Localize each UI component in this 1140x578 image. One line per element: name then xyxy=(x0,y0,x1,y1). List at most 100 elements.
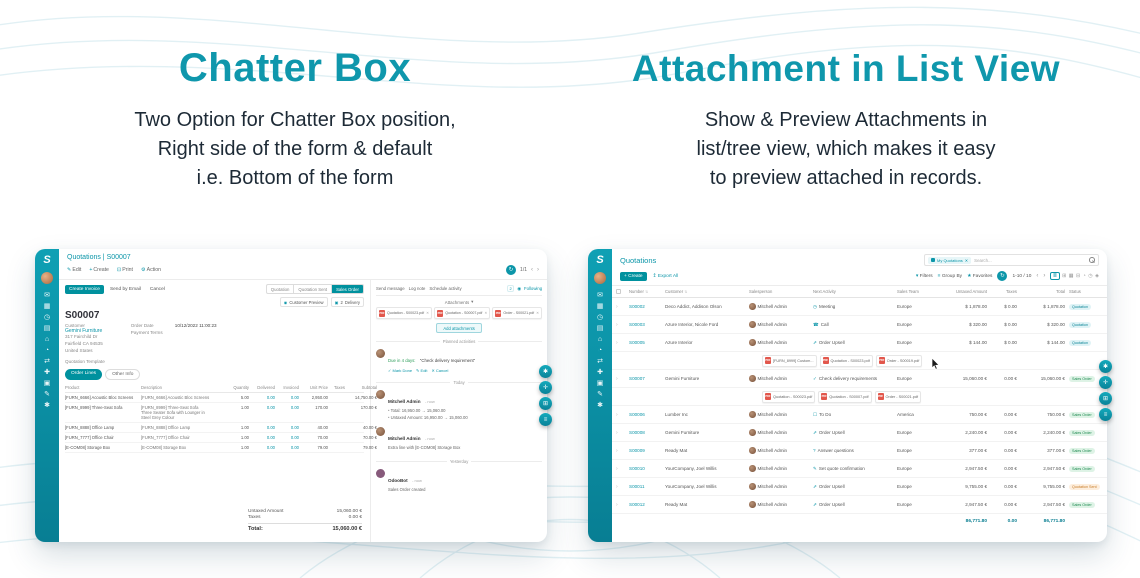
filters-button[interactable]: ▾ Filters xyxy=(915,273,933,279)
col-status[interactable]: Status xyxy=(1069,289,1081,294)
col-taxes[interactable]: Taxes xyxy=(1006,289,1017,294)
payment-terms-value[interactable] xyxy=(175,330,217,335)
sidebar-app-calendar-icon[interactable]: ▦ xyxy=(596,303,604,310)
col-sales-team[interactable]: Sales Team xyxy=(897,289,919,294)
sidebar-app-settings-icon[interactable]: ✱ xyxy=(44,402,50,409)
col-untaxed[interactable]: Untaxed Amount xyxy=(956,289,987,294)
view-pivot-icon[interactable]: ⊟ xyxy=(1076,273,1081,279)
group-by-button[interactable]: ≡ Group By xyxy=(937,273,963,279)
row-expand-icon[interactable]: › xyxy=(616,465,618,472)
customer-link[interactable]: Gemini Furniture xyxy=(65,328,103,334)
row-next-activity[interactable]: ☎Call xyxy=(813,322,897,328)
sidebar-app-accounting-icon[interactable]: ⇄ xyxy=(597,358,603,365)
order-line-row[interactable]: [FURN_7777] Office Chair[FURN_7777] Offi… xyxy=(65,433,377,443)
row-number[interactable]: S00003 xyxy=(629,322,645,327)
sidebar-app-pos-icon[interactable]: ▣ xyxy=(596,380,604,387)
order-line-row[interactable]: [FURN_6666] Acoustic Bloc Screens[FURN_6… xyxy=(65,393,377,403)
refresh-button[interactable]: ↻ xyxy=(997,271,1008,281)
export-all-button[interactable]: ↥ Export All xyxy=(652,273,679,279)
edit-button[interactable]: ✎Edit xyxy=(67,267,82,273)
row-number[interactable]: S00011 xyxy=(629,484,645,489)
print-button[interactable]: ⊡Print xyxy=(116,267,133,273)
row-expand-icon[interactable]: › xyxy=(616,429,618,436)
row-expand-icon[interactable]: › xyxy=(616,339,618,346)
search-icon[interactable] xyxy=(1089,257,1095,263)
sidebar-app-calendar-icon[interactable]: ▦ xyxy=(43,303,51,310)
refresh-button[interactable]: ↻ xyxy=(506,265,517,275)
view-activity-icon[interactable]: ◷ xyxy=(1088,273,1093,279)
view-map-icon[interactable]: ◈ xyxy=(1095,273,1099,279)
send-by-email-button[interactable]: Send by Email xyxy=(109,286,141,292)
view-graph-icon[interactable]: ◔ xyxy=(1082,273,1086,279)
status-sales-order[interactable]: Sales Order xyxy=(331,285,363,293)
sidebar-app-website-icon[interactable]: ✎ xyxy=(597,391,603,398)
row-next-activity[interactable]: ☐To Do xyxy=(813,412,897,418)
sidebar-app-inventory-icon[interactable]: ⌂ xyxy=(44,336,50,343)
log-note-button[interactable]: Log note xyxy=(408,286,426,291)
row-next-activity[interactable]: ✓Check delivery requirements xyxy=(813,376,897,382)
row-number[interactable]: S00008 xyxy=(629,430,645,435)
sidebar-app-discuss-icon[interactable]: ✉ xyxy=(44,292,50,299)
fab-search-icon[interactable]: ✛ xyxy=(1099,376,1112,389)
row-expand-icon[interactable]: › xyxy=(616,303,618,310)
row-next-activity[interactable]: ⇗Order Upsell xyxy=(813,340,897,346)
schedule-activity-button[interactable]: Schedule activity xyxy=(429,286,462,291)
tab-other-info[interactable]: Other Info xyxy=(105,368,141,380)
order-line-row[interactable]: [E-COM08] Storage Box[E-COM08] Storage B… xyxy=(65,443,377,453)
create-invoice-button[interactable]: Create Invoice xyxy=(65,284,104,294)
status-quotation[interactable]: Quotation xyxy=(270,286,290,292)
fab-settings-icon[interactable]: ✱ xyxy=(539,365,552,378)
row-expand-icon[interactable]: › xyxy=(616,483,618,490)
cancel-button[interactable]: Cancel xyxy=(149,286,165,292)
sidebar-app-crm-icon[interactable]: ◷ xyxy=(43,314,51,321)
customer-preview-button[interactable]: ◉Customer Preview xyxy=(279,297,328,307)
add-attachments-button[interactable]: Add attachments xyxy=(436,323,482,333)
status-quotation-sent[interactable]: Quotation Sent xyxy=(293,285,331,293)
row-expand-icon[interactable]: › xyxy=(616,447,618,454)
row-expand-icon[interactable]: › xyxy=(616,375,618,382)
sidebar-app-website-icon[interactable]: ✎ xyxy=(44,391,50,398)
row-next-activity[interactable]: ?Answer questions xyxy=(813,448,897,453)
following-button[interactable]: Following xyxy=(524,286,543,291)
fab-apps-icon[interactable]: ⊞ xyxy=(539,397,552,410)
pager-next-icon[interactable]: › xyxy=(537,267,539,273)
row-number[interactable]: S00010 xyxy=(629,466,645,471)
cancel-activity-button[interactable]: ✕ Cancel xyxy=(431,368,449,373)
app-logo-icon[interactable]: S xyxy=(43,254,51,266)
favorites-button[interactable]: ★ Favorites xyxy=(967,273,993,279)
attachment-chip[interactable]: PDF[FURN_8999] Custom... xyxy=(762,354,817,367)
col-total[interactable]: Total xyxy=(1056,289,1065,294)
row-number[interactable]: S00006 xyxy=(629,412,645,417)
app-logo-icon[interactable]: S xyxy=(596,254,604,266)
row-number[interactable]: S00009 xyxy=(629,448,645,453)
remove-attachment-icon[interactable]: ✕ xyxy=(484,311,488,315)
sidebar-app-discuss-icon[interactable]: ✉ xyxy=(597,292,603,299)
remove-attachment-icon[interactable]: ✕ xyxy=(536,311,540,315)
col-number[interactable]: Number ⇅ xyxy=(629,289,649,294)
search-input[interactable]: My Quotations✕ Search... xyxy=(924,254,1099,266)
tab-order-lines[interactable]: Order Lines xyxy=(65,368,103,380)
sidebar-app-sales-icon[interactable]: ▤ xyxy=(596,325,604,332)
remove-attachment-icon[interactable]: ✕ xyxy=(426,311,430,315)
pager-next-icon[interactable]: › xyxy=(1043,273,1046,279)
fab-menu-icon[interactable]: ≡ xyxy=(1099,408,1112,421)
fab-settings-icon[interactable]: ✱ xyxy=(1099,360,1112,373)
view-list-icon[interactable]: ≣ xyxy=(1050,272,1060,280)
mark-done-button[interactable]: ✓ Mark Done xyxy=(388,368,413,373)
sidebar-app-purchase-icon[interactable]: ◔ xyxy=(44,347,50,354)
sidebar-app-crm-icon[interactable]: ◷ xyxy=(596,314,604,321)
edit-activity-button[interactable]: ✎ Edit xyxy=(416,368,428,373)
